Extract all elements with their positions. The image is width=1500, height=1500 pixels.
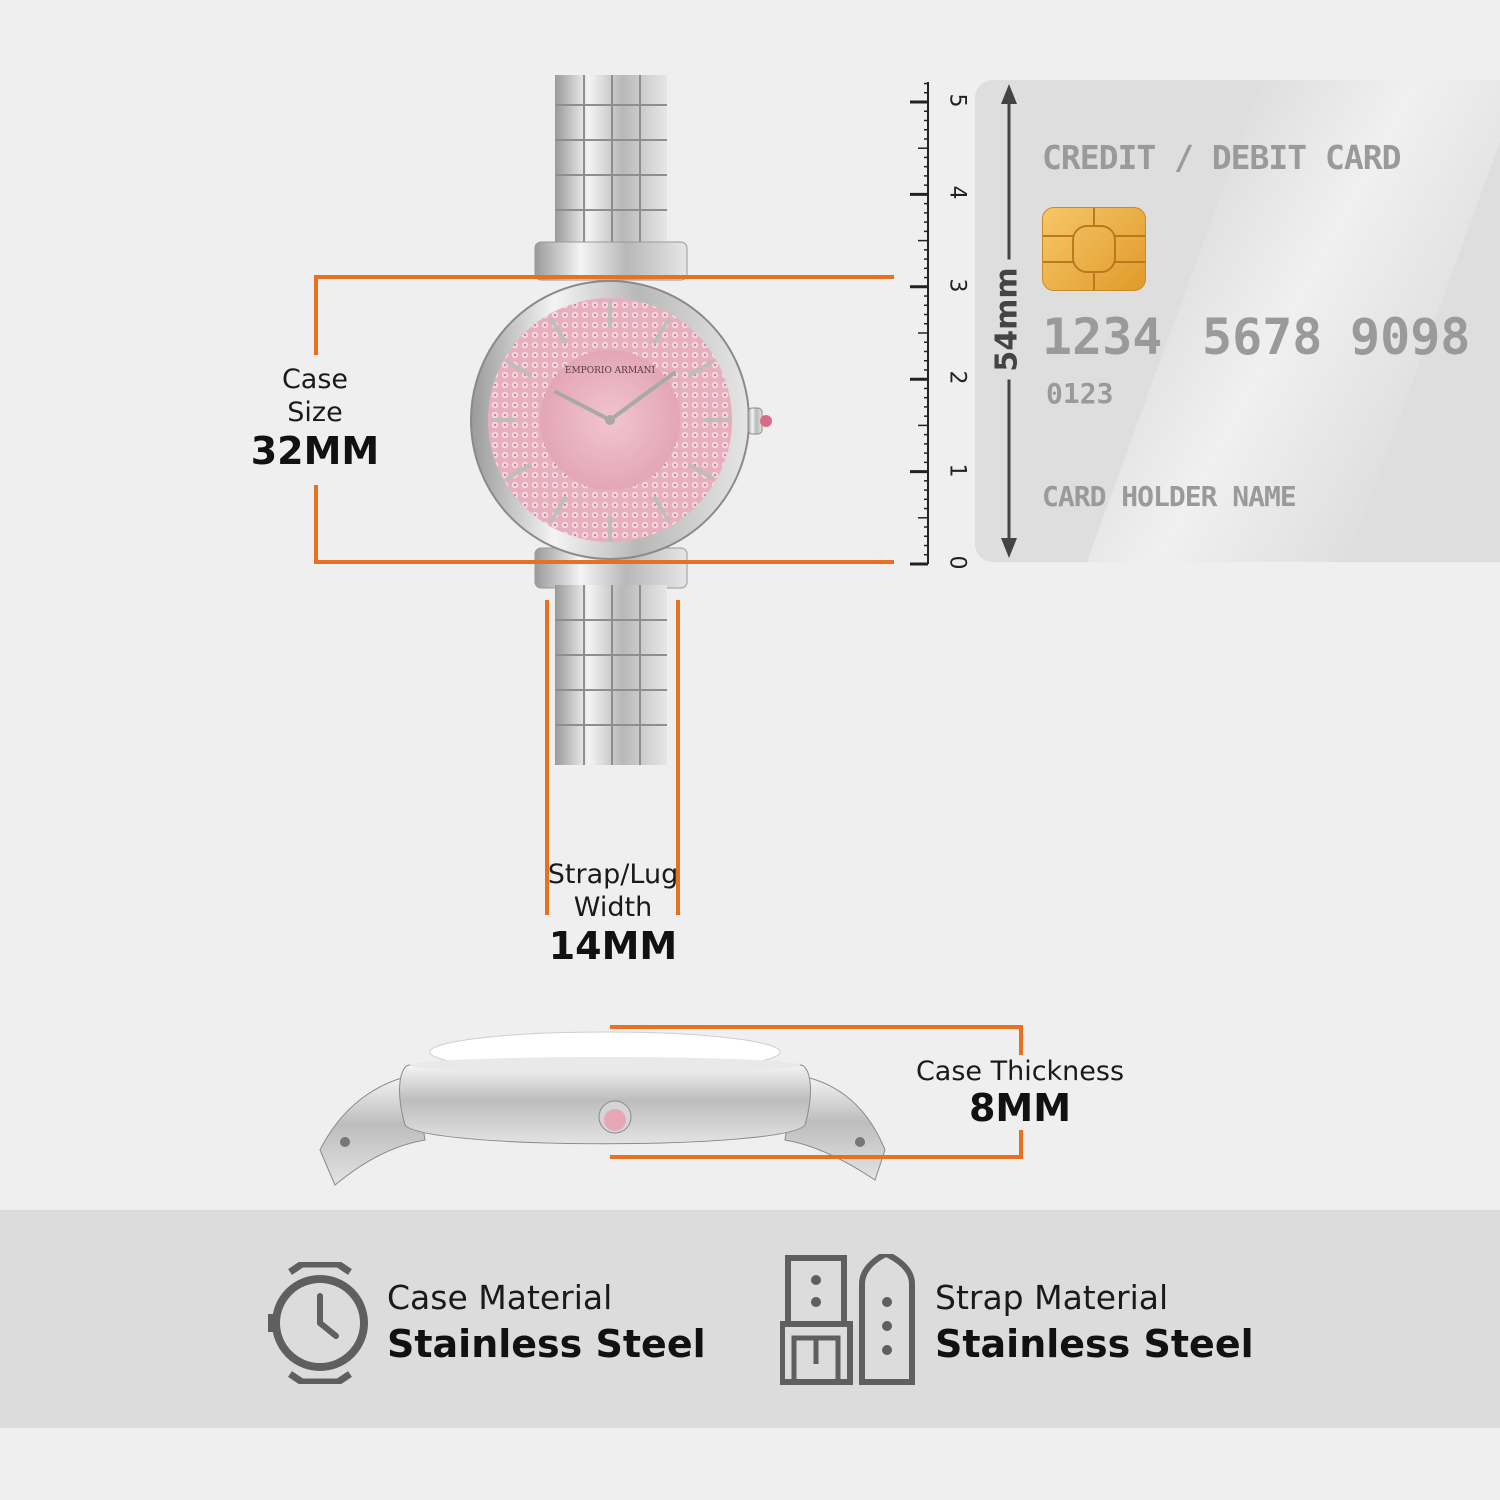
case-size-bottom-line <box>314 560 894 564</box>
watch-strap-icon <box>780 1254 915 1385</box>
case-size-label-line1: Case <box>281 364 349 395</box>
case-material-label: Case Material <box>387 1278 613 1317</box>
case-thickness-label: Case Thickness 8MM <box>900 1055 1140 1128</box>
bracelet-bottom <box>534 547 688 765</box>
case-thickness-vertical-bottom <box>1019 1130 1023 1159</box>
watch-side-illustration <box>319 1031 886 1186</box>
case-size-label-line2: Size <box>287 397 343 428</box>
ruler-tick-label: 5 <box>944 93 970 108</box>
case-size-top-line <box>314 275 894 279</box>
strap-material-value: Stainless Steel <box>935 1322 1254 1366</box>
case-thickness-value: 8MM <box>968 1086 1072 1130</box>
card-chip-icon <box>1042 207 1146 291</box>
strap-width-label: Strap/Lug Width 14MM <box>508 858 718 968</box>
case-material-value: Stainless Steel <box>387 1322 706 1366</box>
credit-card: 54mm CREDIT / DEBIT CARD 1234 5678 9098 … <box>975 80 1500 562</box>
case-size-left-top <box>314 275 318 355</box>
strap-width-left-line <box>545 600 549 915</box>
strap-width-value: 14MM <box>548 924 678 968</box>
ruler-tick-label: 4 <box>944 185 970 200</box>
strap-material-label: Strap Material <box>935 1278 1169 1317</box>
card-length-label: 54mm <box>989 259 1025 380</box>
card-small-number: 0123 <box>1046 377 1114 410</box>
case-thickness-bottom-line <box>610 1155 1022 1159</box>
ruler: 0 1 2 3 4 5 <box>893 78 973 570</box>
ruler-tick-label: 3 <box>944 278 970 293</box>
watch-brand: EMPORIO ARMANI <box>565 366 656 376</box>
card-number-group-1: 1234 <box>1042 308 1163 366</box>
watch-case-icon <box>268 1262 368 1384</box>
ruler-tick-label: 0 <box>944 555 970 570</box>
strap-width-label-line2: Width <box>573 892 653 923</box>
ruler-tick-label: 2 <box>944 370 970 385</box>
card-number-group-2: 5678 <box>1202 308 1323 366</box>
materials-band: Case Material Stainless Steel Strap Mate… <box>0 1210 1500 1428</box>
strap-width-label-line1: Strap/Lug <box>547 859 679 890</box>
watch-front-illustration: EMPORIO ARMANI <box>470 75 772 765</box>
bracelet-top <box>534 75 688 281</box>
ruler-tick-label: 1 <box>944 463 970 478</box>
strap-width-right-line <box>676 600 680 915</box>
card-number-group-3: 9098 <box>1350 308 1471 366</box>
case-size-value: 32MM <box>250 429 380 473</box>
case-thickness-vertical-top <box>1019 1025 1023 1060</box>
case-thickness-top-line <box>610 1025 1022 1029</box>
case-size-label: Case Size 32MM <box>215 363 415 473</box>
case-thickness-label-text: Case Thickness <box>915 1056 1125 1087</box>
card-holder-name: CARD HOLDER NAME <box>1042 480 1297 513</box>
case-size-left-bottom <box>314 485 318 564</box>
card-title: CREDIT / DEBIT CARD <box>1042 138 1401 177</box>
